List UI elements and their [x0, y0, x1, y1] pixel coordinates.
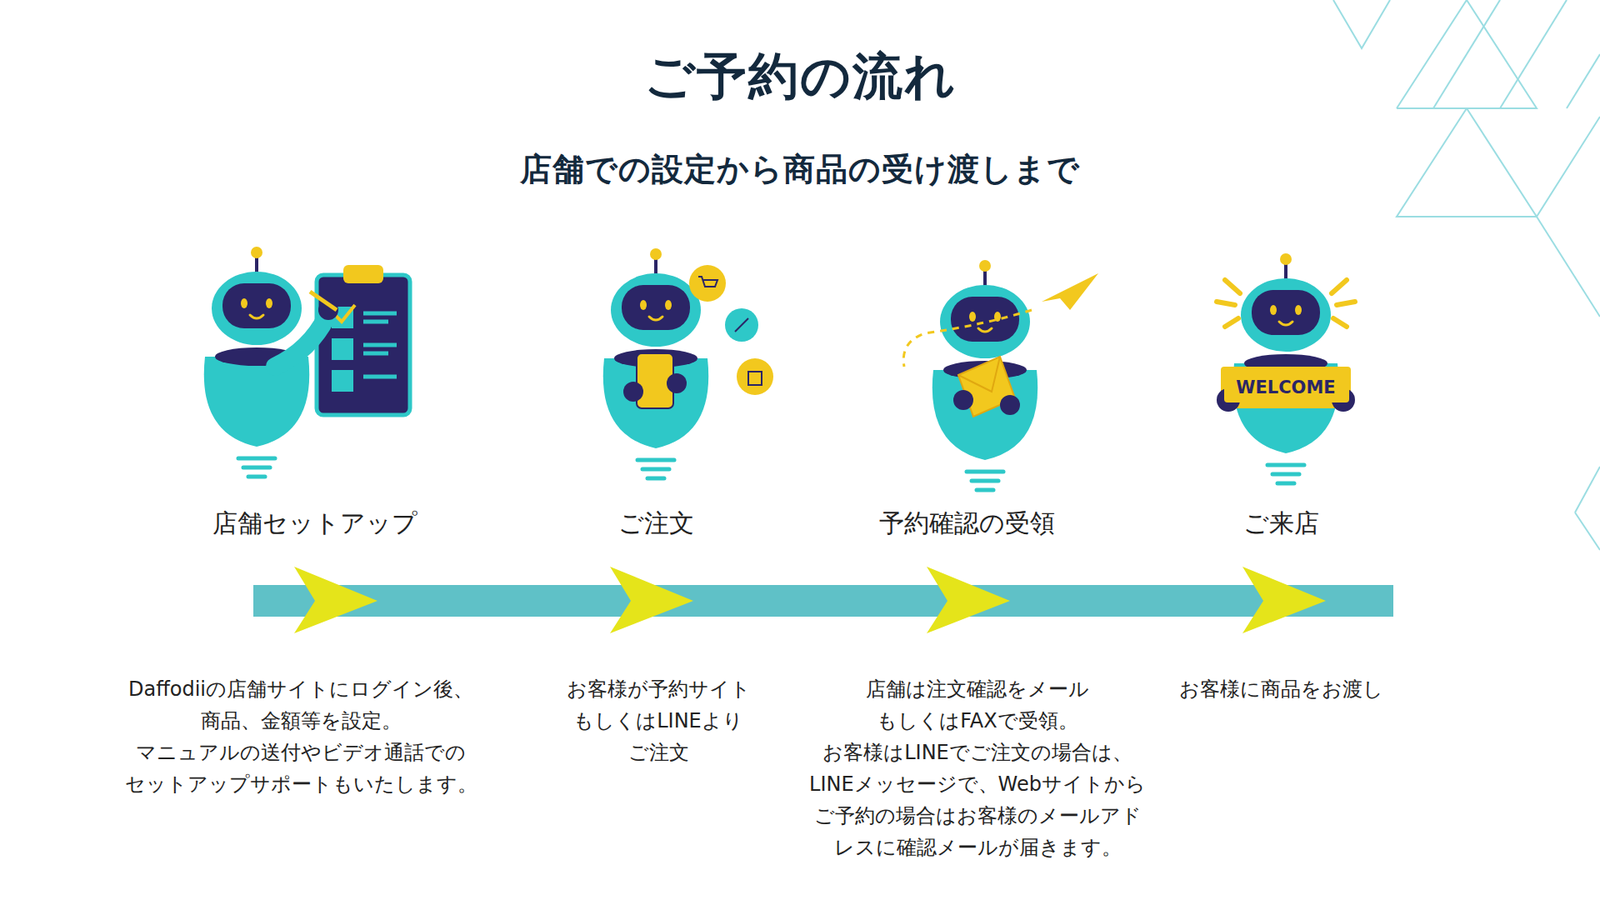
step-name: 店舗セットアップ — [212, 506, 418, 541]
robot-order — [603, 248, 774, 479]
subtitle: 店舗での設定から商品の受け渡しまで — [520, 148, 1080, 191]
step-description: お客様が予約サイト もしくはLINEより ご注文 — [441, 673, 875, 769]
step-name: ご注文 — [618, 506, 695, 541]
step-description: Daffodiiの店舗サイトにログイン後、 商品、金額等を設定。 マニュアルの送… — [84, 673, 518, 800]
robot-welcome — [1216, 253, 1355, 484]
welcome-sign: WELCOME — [1224, 372, 1350, 403]
flow-chevrons — [294, 566, 1326, 634]
robot-setup — [204, 246, 410, 477]
robot-confirm — [903, 260, 1099, 490]
step-name: 予約確認の受領 — [879, 506, 1055, 541]
page-title: ご予約の流れ — [0, 43, 1600, 111]
sign-text: WELCOME — [1235, 377, 1338, 398]
step-description: 店舗は注文確認をメール もしくはFAXで受領。 お客様はLINEでご注文の場合は… — [760, 673, 1195, 864]
step-description: お客様に商品をお渡し — [1064, 673, 1498, 705]
flow-band — [253, 585, 1394, 617]
step-name: ご来店 — [1243, 506, 1320, 541]
corner-pattern — [1333, 0, 1600, 550]
